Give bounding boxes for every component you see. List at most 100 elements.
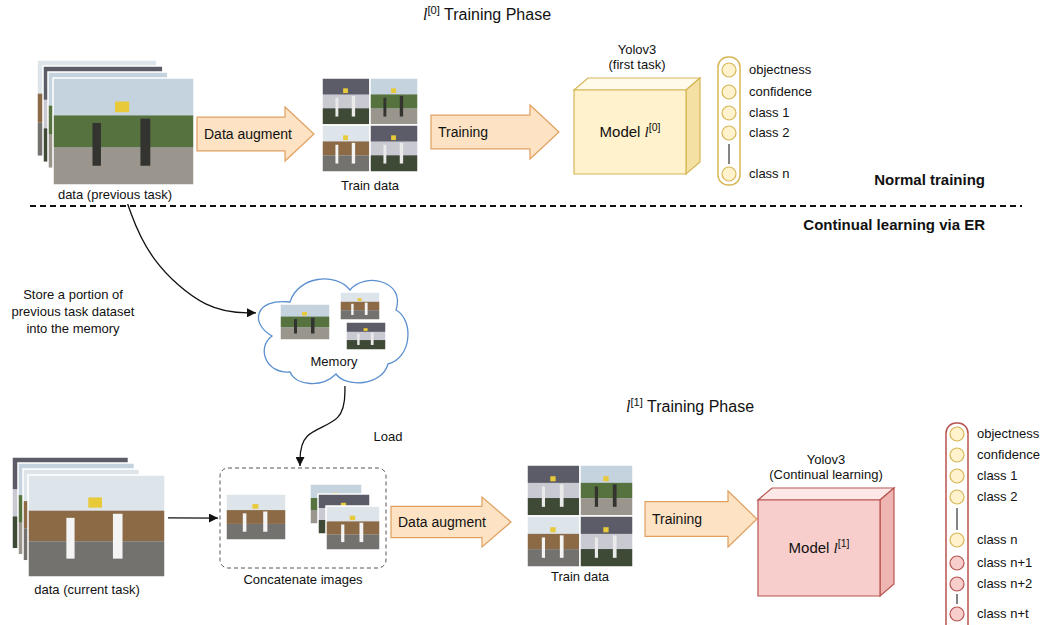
arrow-label: Data augment bbox=[398, 514, 486, 530]
edge-label-holder: Load bbox=[368, 428, 408, 445]
output-label-holder: confidence bbox=[749, 84, 812, 100]
image-stack: data (previous task) bbox=[36, 58, 194, 204]
arrow-label: Training bbox=[652, 511, 702, 527]
output-neuron bbox=[722, 167, 736, 181]
photo bbox=[527, 465, 580, 516]
output-label-holder: objectness bbox=[977, 426, 1039, 442]
train-image: Train data bbox=[525, 463, 635, 589]
output-label: class n+1 bbox=[977, 555, 1032, 571]
photo bbox=[346, 322, 386, 350]
train-mosaic-art bbox=[320, 76, 420, 178]
image-caption: data (previous task) bbox=[36, 187, 194, 203]
model-heading-holder: Yolov3 (Continual learning) bbox=[756, 452, 896, 482]
arrow-label: Data augment bbox=[204, 126, 292, 142]
connector bbox=[300, 386, 345, 466]
photo bbox=[53, 78, 194, 185]
arrow-shape bbox=[391, 497, 511, 547]
output-label: class 1 bbox=[749, 105, 789, 121]
separator-line bbox=[30, 205, 1022, 207]
cloud-label: Memory bbox=[256, 354, 412, 370]
model-heading: Yolov3 (Continual learning) bbox=[756, 452, 896, 482]
photo bbox=[280, 304, 330, 340]
label-holder: l[1] Training Phase bbox=[565, 398, 815, 416]
output-neuron bbox=[950, 469, 964, 483]
output-neuron bbox=[722, 126, 736, 140]
cube-face bbox=[574, 90, 686, 174]
ellipsis-line bbox=[956, 508, 957, 530]
phase-title: l[1] Training Phase bbox=[565, 398, 815, 416]
output-label: objectness bbox=[749, 62, 811, 78]
model-heading-holder: Yolov3 (first task) bbox=[572, 42, 702, 72]
output-label-holder: class n bbox=[749, 166, 789, 182]
image-caption: Train data bbox=[320, 178, 420, 194]
connector bbox=[128, 204, 256, 313]
output-label-holder: class n+2 bbox=[977, 576, 1032, 592]
output-label: class n+2 bbox=[977, 576, 1032, 592]
cube-face bbox=[880, 488, 894, 596]
output-frame bbox=[946, 423, 968, 625]
process-arrow: Training bbox=[430, 104, 560, 160]
output-neuron bbox=[950, 490, 964, 504]
train-image: Train data bbox=[320, 76, 420, 196]
photo bbox=[326, 506, 380, 550]
output-label: class n bbox=[977, 532, 1017, 548]
output-neuron bbox=[950, 607, 964, 621]
photo bbox=[322, 125, 370, 172]
photo bbox=[322, 78, 370, 125]
section-label: Normal training bbox=[700, 171, 985, 188]
photo bbox=[370, 78, 418, 125]
image-caption-holder: Train data bbox=[525, 569, 635, 585]
arrow-label: Training bbox=[438, 124, 488, 140]
photo bbox=[580, 465, 633, 516]
output-label-holder: objectness bbox=[749, 62, 811, 78]
image-caption-holder: data (previous task) bbox=[36, 187, 194, 203]
model-label-holder: Model l[1] bbox=[758, 500, 880, 596]
image-caption-holder: data (current task) bbox=[6, 582, 168, 598]
output-label-holder: class n+t bbox=[977, 606, 1029, 622]
arrow-label-holder: Data augment bbox=[204, 106, 292, 162]
arrow-shape bbox=[197, 107, 314, 161]
output-label: class 2 bbox=[977, 489, 1017, 505]
phase-title: l[0] Training Phase bbox=[362, 6, 612, 24]
image-caption: data (current task) bbox=[6, 582, 168, 598]
process-arrow: Data augment bbox=[196, 106, 315, 162]
arrow-label-holder: Training bbox=[438, 104, 488, 160]
model-box: Yolov3 (first task) Model l[0] bbox=[572, 42, 712, 176]
dashed-frame bbox=[220, 468, 386, 568]
photo-stack-art bbox=[6, 450, 168, 580]
output-label-holder: class 2 bbox=[749, 125, 789, 141]
model-label-holder: Model l[0] bbox=[574, 90, 686, 174]
photo bbox=[340, 292, 380, 320]
output-neuron bbox=[950, 427, 964, 441]
model-label: Model l[1] bbox=[789, 539, 850, 557]
output-label: class 1 bbox=[977, 468, 1017, 484]
section-label: Continual learning via ER bbox=[700, 216, 985, 233]
cube-face bbox=[574, 78, 700, 90]
concat-art bbox=[218, 466, 388, 572]
output-neuron bbox=[950, 577, 964, 591]
output-neuron bbox=[950, 448, 964, 462]
model-box: Yolov3 (Continual learning) Model l[1] bbox=[756, 452, 906, 598]
edge-label-holder: Store a portion of previous task dataset… bbox=[4, 286, 142, 337]
photo bbox=[527, 516, 580, 567]
image-caption-holder: Concatenate images bbox=[218, 572, 388, 588]
output-neuron bbox=[722, 63, 736, 77]
cube-face bbox=[686, 78, 700, 174]
output-label: class n bbox=[749, 166, 789, 182]
output-neuron bbox=[950, 556, 964, 570]
output-label-holder: class 2 bbox=[977, 489, 1017, 505]
photo bbox=[226, 494, 286, 540]
cube-face bbox=[758, 488, 894, 500]
image-stack: data (current task) bbox=[6, 450, 168, 600]
photo-stack-art bbox=[36, 58, 194, 186]
model-heading: Yolov3 (first task) bbox=[572, 42, 702, 72]
concat-box: Concatenate images bbox=[218, 466, 388, 592]
photo bbox=[28, 475, 165, 577]
label-holder: l[0] Training Phase bbox=[362, 6, 612, 24]
output-label: class n+t bbox=[977, 606, 1029, 622]
output-neuron bbox=[722, 85, 736, 99]
connector bbox=[168, 517, 218, 518]
edge-label: Load bbox=[368, 428, 408, 445]
output-label-holder: class 1 bbox=[749, 105, 789, 121]
ellipsis-line bbox=[956, 594, 957, 604]
